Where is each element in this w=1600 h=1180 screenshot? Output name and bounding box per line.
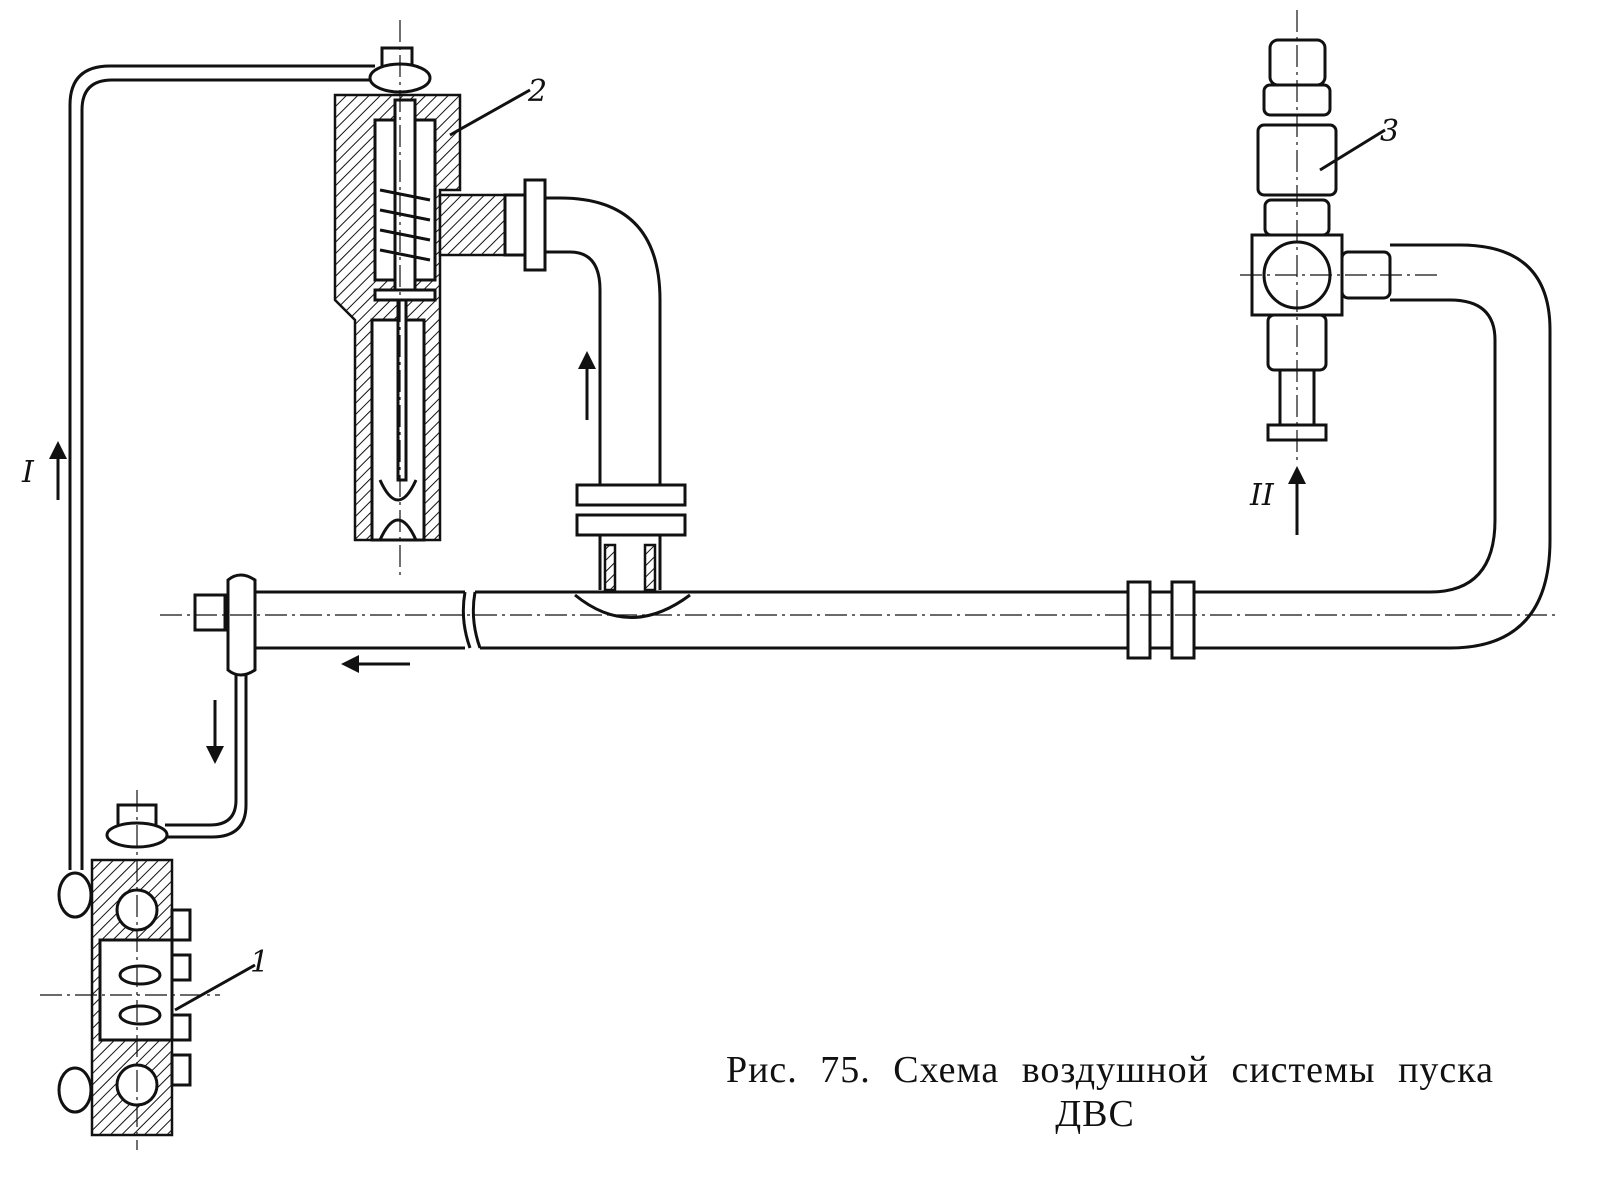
part-label-3: 3 [1380,114,1400,149]
flow-arrows [49,88,1386,1012]
main-air-pipe [160,243,1560,677]
flow-label-I: I [22,455,34,490]
shutoff-valve-3 [1240,10,1440,460]
control-air-pipe-I [68,64,375,870]
part-label-1: 1 [250,945,270,980]
air-distributor-1 [40,790,220,1150]
flow-label-II: II [1250,478,1274,513]
caption-line-2: ДВС [1055,1093,1135,1135]
part-label-2: 2 [528,74,548,109]
figure-caption: Рис. 75. Схема воздушной системы пуска Д… [655,1048,1565,1136]
valve-outlet-pipe [438,178,691,619]
distributor-feed-pipe [165,675,248,839]
caption-line-1: Рис. 75. Схема воздушной системы пуска [725,1049,1495,1091]
air-start-valve-2 [333,20,462,580]
